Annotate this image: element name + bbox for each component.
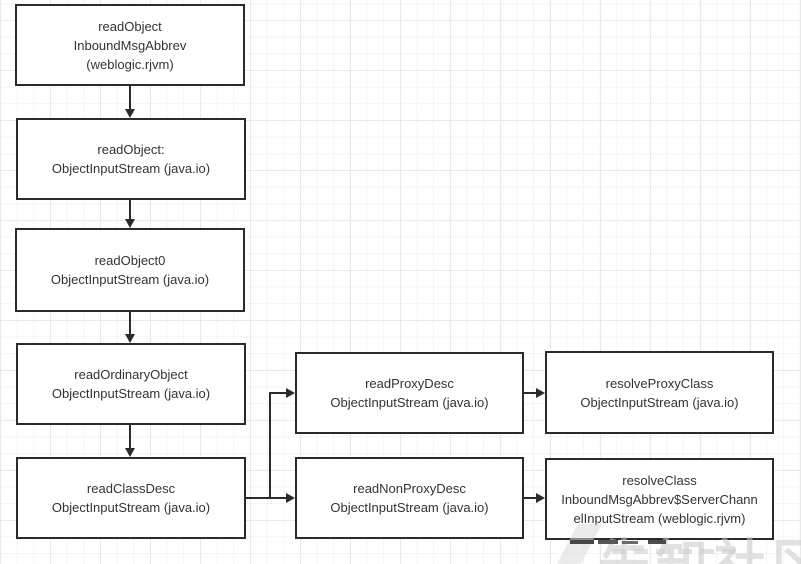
watermark-fragment [612,549,740,554]
watermark-fragment [598,540,618,544]
arrow-line-readobject-to-readobject0 [129,200,131,219]
node-readobject0: readObject0 ObjectInputStream (java.io) [15,228,245,312]
arrowhead-right-icon [286,493,295,503]
arrow-line-branch-vertical [269,392,271,499]
node-label: readClassDesc ObjectInputStream (java.io… [51,481,211,515]
node-label: readNonProxyDesc ObjectInputStream (java… [330,481,489,515]
node-label: resolveClass InboundMsgAbbrev$ServerChan… [561,472,758,526]
arrow-line-readclassdesc-to-readnonproxydesc [246,497,286,499]
arrowhead-down-icon [125,334,135,343]
arrowhead-right-icon [536,493,545,503]
node-resolveclass: resolveClass InboundMsgAbbrev$ServerChan… [545,458,774,540]
node-readordinaryobject: readOrdinaryObject ObjectInputStream (ja… [16,343,246,425]
arrow-line-branch-to-readproxydesc [269,392,287,394]
node-readproxydesc: readProxyDesc ObjectInputStream (java.io… [295,352,524,434]
node-label: readObject0 ObjectInputStream (java.io) [50,253,210,287]
node-readnonproxydesc: readNonProxyDesc ObjectInputStream (java… [295,457,524,539]
node-readclassdesc: readClassDesc ObjectInputStream (java.io… [16,457,246,539]
watermark-fragment [622,541,638,544]
node-label: readOrdinaryObject ObjectInputStream (ja… [51,367,211,401]
node-label: readObject InboundMsgAbbrev (weblogic.rj… [73,18,187,72]
watermark-fragment [570,540,594,544]
arrow-line-readordinaryobject-to-readclassdesc [129,425,131,448]
arrowhead-down-icon [125,219,135,228]
watermark-fragment [648,540,666,544]
node-resolveproxyclass: resolveProxyClass ObjectInputStream (jav… [545,351,774,434]
arrow-line-readproxydesc-to-resolveproxyclass [524,392,537,394]
node-label: resolveProxyClass ObjectInputStream (jav… [580,375,739,410]
arrowhead-right-icon [286,388,295,398]
arrowhead-right-icon [536,388,545,398]
arrowhead-down-icon [125,109,135,118]
node-readobject-objectinputstream: readObject: ObjectInputStream (java.io) [16,118,246,200]
arrowhead-down-icon [125,448,135,457]
node-label: readObject: ObjectInputStream (java.io) [51,142,211,176]
arrow-line-readnonproxydesc-to-resolveclass [524,497,537,499]
arrow-line-readobject0-to-readordinaryobject [129,312,131,334]
node-label: readProxyDesc ObjectInputStream (java.io… [330,376,489,410]
arrow-line-readobject-to-readobject [129,86,131,109]
node-readobject-inboundmsgabbrev: readObject InboundMsgAbbrev (weblogic.rj… [15,4,245,86]
